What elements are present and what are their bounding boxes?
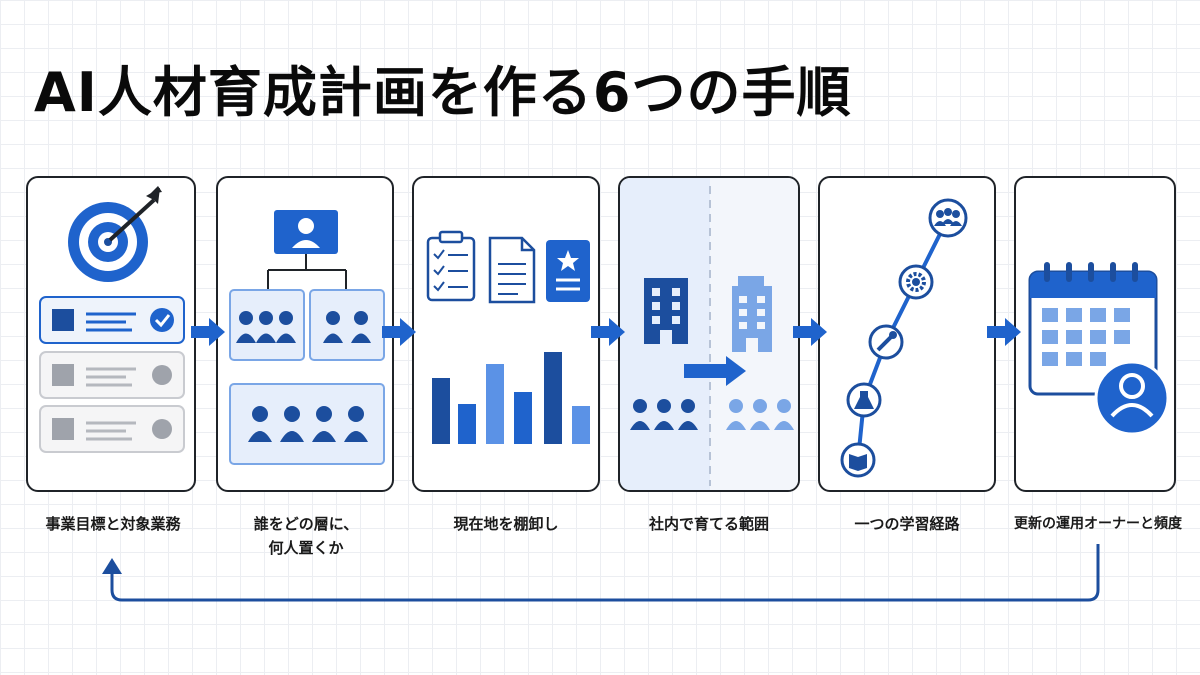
step-5-card (818, 176, 996, 492)
bar-chart-icon (432, 352, 590, 444)
step-1-card (26, 176, 196, 492)
right-arrow-icon (191, 318, 225, 346)
step-3-label: 現在地を棚卸し (453, 515, 559, 533)
team-icon (928, 198, 968, 238)
step-4-card (618, 176, 800, 492)
person-icon (274, 210, 338, 254)
check-icon (150, 308, 174, 332)
step-2-label-line1: 誰をどの層に、 (253, 515, 359, 533)
right-arrow-icon (684, 356, 746, 386)
right-arrow-icon (382, 318, 416, 346)
org-chart-icon (267, 254, 347, 290)
step-5-label: 一つの学習経路 (854, 515, 960, 533)
right-arrow-icon (987, 318, 1021, 346)
book-icon (840, 442, 876, 478)
clipboard-checklist-icon (426, 230, 476, 302)
step-2-label-line2: 何人置くか (268, 539, 344, 557)
step-3-card (412, 176, 600, 492)
checklist-row-icon (39, 405, 185, 453)
step-2-label: 誰をどの層に、 何人置くか (210, 512, 402, 560)
checklist-row-icon (39, 351, 185, 399)
person-icon (1094, 360, 1170, 436)
gear-icon (898, 264, 934, 300)
right-arrow-icon (793, 318, 827, 346)
flask-icon (846, 382, 882, 418)
document-icon (488, 236, 536, 304)
step-6-card (1014, 176, 1176, 492)
people-group-icon (229, 289, 305, 361)
wrench-icon (868, 324, 904, 360)
building-icon (644, 278, 688, 344)
step-6-label: 更新の運用オーナーと頻度 (1014, 516, 1182, 532)
checklist-row-icon (39, 296, 185, 344)
right-arrow-icon (591, 318, 625, 346)
step-4-label: 社内で育てる範囲 (648, 515, 769, 533)
building-icon (732, 276, 772, 352)
page-title: AI人材育成計画を作る6つの手順 (34, 61, 852, 124)
badge-star-icon (546, 240, 590, 302)
people-group-icon (229, 383, 385, 465)
people-group-icon (630, 399, 698, 430)
people-group-icon (309, 289, 385, 361)
people-group-icon (726, 399, 794, 430)
step-1-label: 事業目標と対象業務 (45, 515, 181, 533)
step-2-card (216, 176, 394, 492)
arrow-icon (108, 186, 162, 242)
